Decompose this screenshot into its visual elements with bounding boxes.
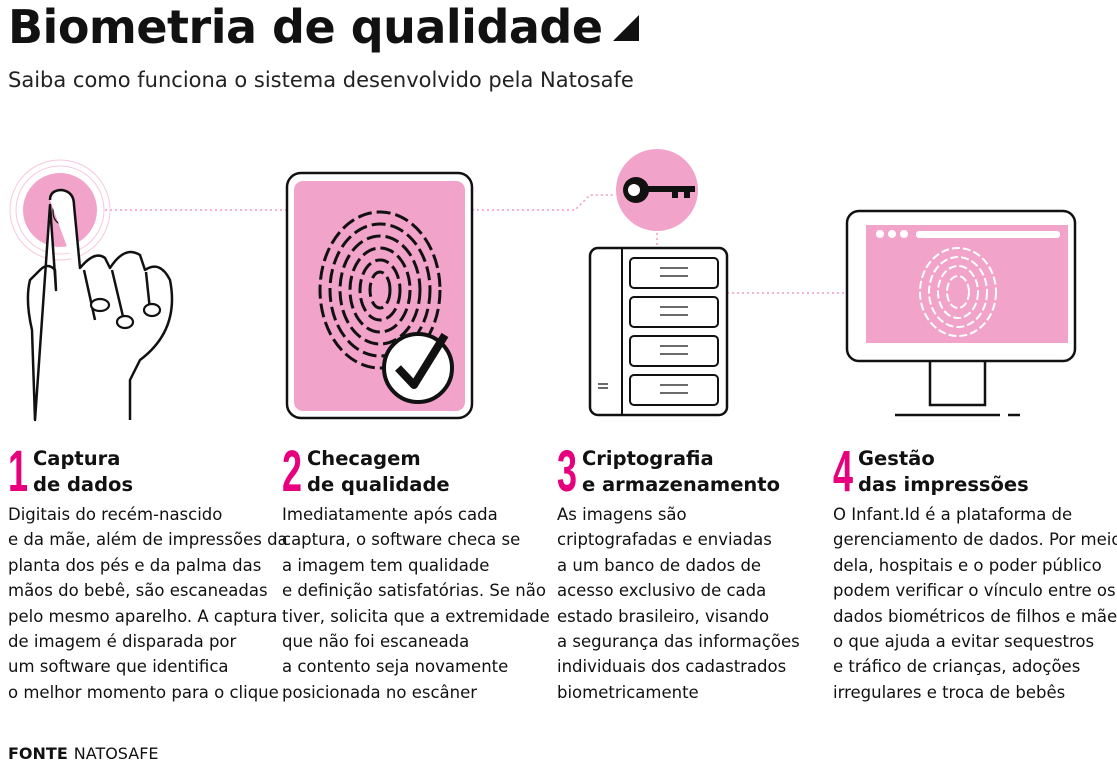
text-line: O Infant.Id é a plataforma de xyxy=(833,505,1073,524)
triangle-icon xyxy=(612,15,639,41)
dotted-connectors xyxy=(105,194,847,294)
text-line: mãos do bebê, são escaneadas xyxy=(8,581,268,601)
text-line: um software que identifica xyxy=(8,657,229,677)
heading-line: Gestão xyxy=(858,447,935,470)
text-line: irregulares e troca de bebês xyxy=(833,682,1066,702)
text-line: biometricamente xyxy=(557,682,699,702)
step-heading: Criptografia e armazenamento xyxy=(582,444,832,498)
step-heading: Checagem de qualidade xyxy=(307,444,557,498)
step-4: 4 Gestão das impressões O Infant.Id é a p… xyxy=(833,439,1117,705)
fingerprint-check-icon xyxy=(285,171,474,420)
text-line: As imagens são xyxy=(557,505,687,524)
illustrations xyxy=(9,149,1077,422)
source-footer: FONTE NATOSAFE xyxy=(8,744,159,763)
step-1: 1 Captura de dados Digitais do recém-nasc… xyxy=(8,439,288,705)
text-line: e da mãe, além de impressões da xyxy=(8,530,288,550)
text-line: e tráfico de crianças, adoções xyxy=(833,657,1081,677)
text-line: Imediatamente após cada xyxy=(282,505,498,524)
heading-line: de dados xyxy=(33,473,134,496)
key-server-icon xyxy=(588,149,729,417)
source-name: NATOSAFE xyxy=(73,744,159,763)
text-line: a imagem tem qualidade xyxy=(282,555,490,575)
heading-line: Checagem xyxy=(307,447,421,470)
text-line: tiver, solicita que a extremidade xyxy=(282,606,550,626)
text-line: de imagem é disparada por xyxy=(8,632,237,652)
text-line: o melhor momento para o clique xyxy=(8,682,279,702)
text-line: a um banco de dados de xyxy=(557,555,762,575)
step-number: 2 xyxy=(282,439,303,504)
text-line: acesso exclusivo de cada xyxy=(557,581,767,601)
text-line: dados biométricos de filhos e mães, xyxy=(833,606,1117,626)
heading-line: e armazenamento xyxy=(582,473,781,496)
text-line: Digitais do recém-nascido xyxy=(8,505,223,524)
step-description: Digitais do recém-nascido e da mãe, além … xyxy=(8,502,288,705)
hand-fingerprint-scan-icon xyxy=(9,159,174,422)
heading-line: das impressões xyxy=(858,473,1029,496)
text-line: e definição satisfatórias. Se não xyxy=(282,581,546,601)
text-line: pelo mesmo aparelho. A captura xyxy=(8,606,278,626)
text-line: gerenciamento de dados. Por meio xyxy=(833,530,1117,550)
monitor-fingerprint-icon xyxy=(845,209,1077,417)
heading-line: Criptografia xyxy=(582,447,714,470)
heading-line: de qualidade xyxy=(307,473,450,496)
text-line: dela, hospitais e o poder público xyxy=(833,555,1102,575)
text-line: individuais dos cadastrados xyxy=(557,657,787,677)
text-line: o que ajuda a evitar sequestros xyxy=(833,632,1095,652)
step-3: 3 Criptografia e armazenamento As imagens… xyxy=(557,439,832,705)
step-heading: Gestão das impressões xyxy=(858,444,1108,498)
text-line: podem verificar o vínculo entre os xyxy=(833,581,1116,601)
step-description: O Infant.Id é a plataforma de gerenciamen… xyxy=(833,502,1117,705)
text-line: criptografadas e enviadas xyxy=(557,530,772,550)
page-title: Biometria de qualidade xyxy=(8,0,639,54)
heading-line: Captura xyxy=(33,447,121,470)
step-number: 1 xyxy=(8,439,29,504)
title-text: Biometria de qualidade xyxy=(8,0,603,54)
step-2: 2 Checagem de qualidade Imediatamente apó… xyxy=(282,439,557,705)
step-description: As imagens são criptografadas e enviadas a… xyxy=(557,502,832,705)
text-line: estado brasileiro, visando xyxy=(557,606,770,626)
step-description: Imediatamente após cada captura, o softwa… xyxy=(282,502,557,705)
step-number: 4 xyxy=(833,439,854,504)
text-line: a contento seja novamente xyxy=(282,657,509,677)
text-line: planta dos pés e da palma das xyxy=(8,555,262,575)
text-line: que não foi escaneada xyxy=(282,632,470,652)
text-line: a segurança das informações xyxy=(557,632,800,652)
step-heading: Captura de dados xyxy=(33,444,283,498)
subtitle: Saiba como funciona o sistema desenvolvi… xyxy=(8,68,634,92)
step-number: 3 xyxy=(557,439,578,504)
text-line: captura, o software checa se xyxy=(282,530,521,550)
text-line: posicionada no escâner xyxy=(282,682,478,702)
source-label: FONTE xyxy=(8,744,68,763)
